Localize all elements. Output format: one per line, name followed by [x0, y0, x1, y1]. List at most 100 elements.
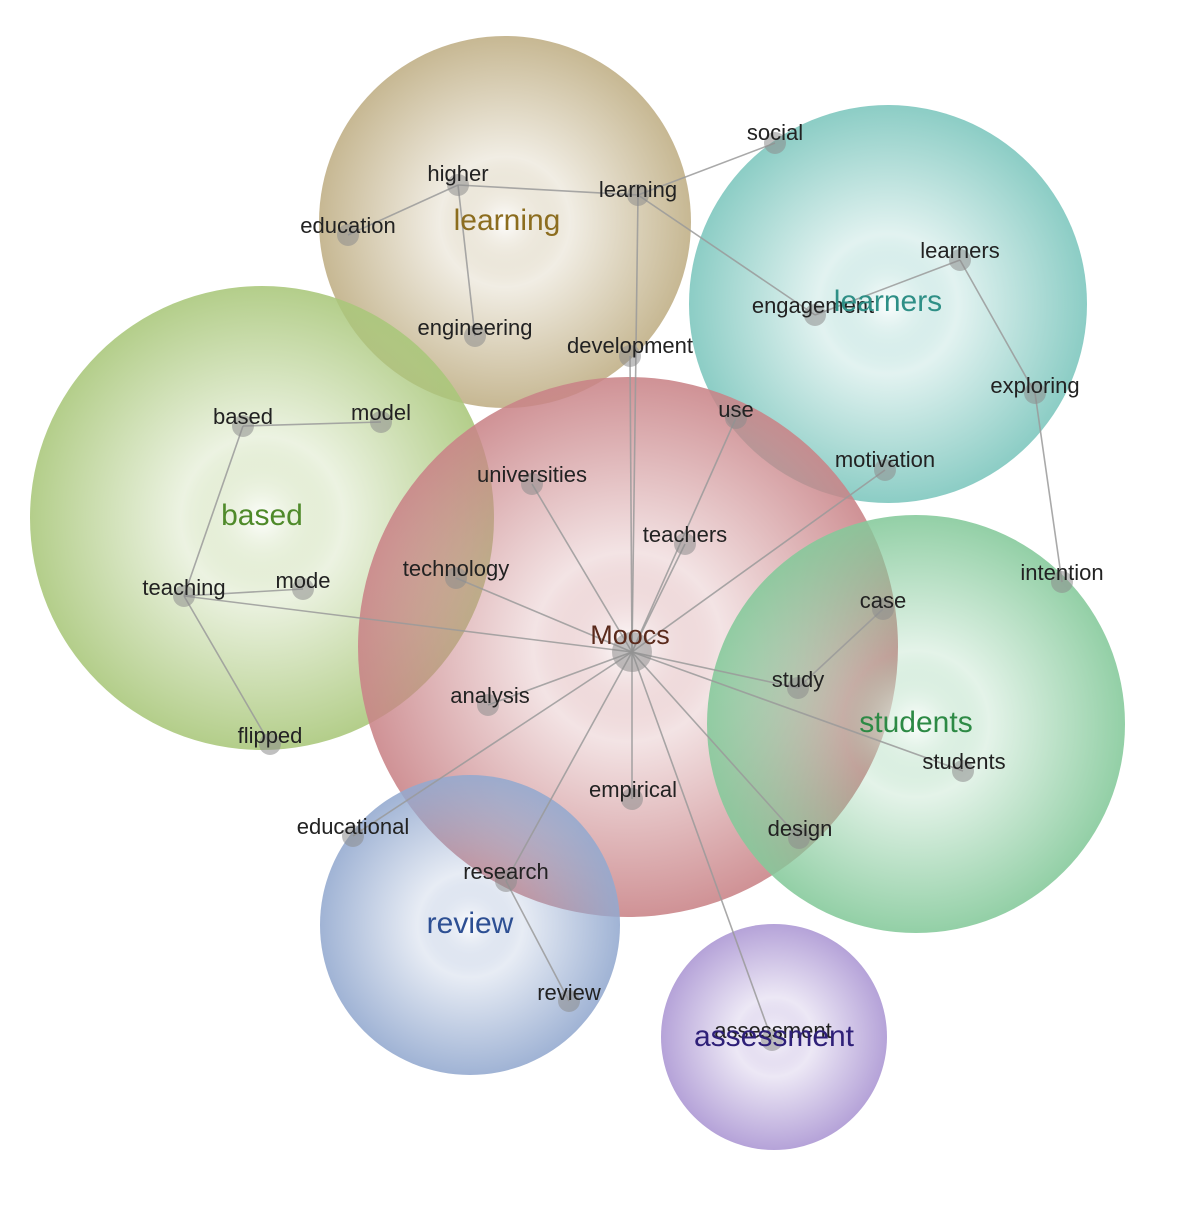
- node-design-label: design: [768, 816, 833, 841]
- node-educational-label: educational: [297, 814, 410, 839]
- edge-teaching-flipped: [183, 595, 271, 745]
- edge-technology-moocs: [455, 577, 633, 653]
- cluster-students-circle: [707, 515, 1125, 933]
- node-use-dot: [725, 407, 747, 429]
- edge-research-review: [505, 880, 570, 1002]
- edge-development-moocs: [629, 355, 633, 653]
- node-model-label: model: [351, 400, 411, 425]
- node-teachers-dot: [674, 533, 696, 555]
- node-development-dot: [619, 345, 641, 367]
- node-empirical-label: empirical: [589, 777, 677, 802]
- cluster-students-label: students: [859, 706, 972, 739]
- node-learners-dot: [949, 249, 971, 271]
- node-label-layer: higher education learning engineering develo…: [142, 120, 1103, 1043]
- node-engineering-dot: [464, 325, 486, 347]
- node-technology-label: technology: [403, 556, 509, 581]
- node-engagement-dot: [804, 304, 826, 326]
- node-review-label: review: [537, 980, 601, 1005]
- node-assessment-label: assessment: [714, 1018, 831, 1043]
- node-teaching-label: teaching: [142, 575, 225, 600]
- node-study-dot: [787, 677, 809, 699]
- edge-exploring-intention: [1034, 392, 1063, 583]
- node-based-label: based: [213, 404, 273, 429]
- node-engineering-label: engineering: [418, 315, 533, 340]
- edge-teaching-mode: [183, 588, 304, 597]
- cluster-learning-circle: [319, 36, 691, 408]
- edge-engagement-learners: [814, 259, 961, 316]
- edge-based-model: [242, 421, 382, 427]
- edge-learning-social: [637, 142, 776, 196]
- node-learning-label: learning: [599, 177, 677, 202]
- edge-teaching-moocs: [183, 595, 633, 653]
- node-learners-label: learners: [920, 238, 999, 263]
- node-motivation-label: motivation: [835, 447, 935, 472]
- edge-layer: [183, 142, 1063, 1041]
- node-model-dot: [370, 411, 392, 433]
- node-intention-label: intention: [1020, 560, 1103, 585]
- node-social-label: social: [747, 120, 803, 145]
- edge-study-moocs: [631, 651, 799, 689]
- node-moocs-dot: [612, 632, 652, 672]
- cluster-learners-circle: [689, 105, 1087, 503]
- node-research-label: research: [463, 859, 549, 884]
- edge-learning-engagement: [637, 194, 816, 316]
- node-education-dot: [337, 224, 359, 246]
- edge-analysis-moocs: [487, 651, 633, 706]
- edge-based-teaching: [183, 425, 244, 597]
- node-flipped-label: flipped: [238, 723, 303, 748]
- node-empirical-dot: [621, 788, 643, 810]
- node-study-label: study: [772, 667, 825, 692]
- node-dot-layer: [173, 132, 1073, 1051]
- node-technology-dot: [445, 567, 467, 589]
- node-moocs-label: Moocs: [590, 620, 670, 650]
- node-teachers-label: teachers: [643, 522, 727, 547]
- node-design-dot: [788, 827, 810, 849]
- edge-higher-education: [347, 184, 459, 236]
- edge-assessment-moocs: [631, 651, 773, 1041]
- node-analysis-label: analysis: [450, 683, 529, 708]
- edge-learning-moocs: [631, 194, 639, 653]
- cluster-review-label: review: [427, 907, 514, 940]
- edge-learners-exploring: [959, 259, 1036, 394]
- edge-research-moocs: [505, 651, 633, 882]
- node-use-label: use: [718, 397, 753, 422]
- node-social-dot: [764, 132, 786, 154]
- node-education-label: education: [300, 213, 395, 238]
- edge-design-moocs: [631, 651, 800, 839]
- cluster-review-circle: [320, 775, 620, 1075]
- edge-case-study: [797, 608, 884, 689]
- cluster-assessment-label: assessment: [694, 1020, 855, 1053]
- edge-teachers-moocs: [631, 543, 686, 653]
- node-research-dot: [495, 870, 517, 892]
- node-exploring-dot: [1024, 382, 1046, 404]
- node-based-dot: [232, 415, 254, 437]
- node-teaching-dot: [173, 585, 195, 607]
- node-students-dot: [952, 760, 974, 782]
- edge-educational-moocs: [352, 651, 633, 837]
- node-students-label: students: [922, 749, 1005, 774]
- cluster-learners-label: learners: [834, 285, 942, 318]
- node-case-label: case: [860, 588, 906, 613]
- node-flipped-dot: [259, 733, 281, 755]
- node-mode-label: mode: [275, 568, 330, 593]
- edge-students-moocs: [631, 651, 964, 772]
- node-case-dot: [872, 598, 894, 620]
- node-development-label: development: [567, 333, 693, 358]
- node-learning-dot: [627, 184, 649, 206]
- node-mode-dot: [292, 578, 314, 600]
- cluster-based-label: based: [221, 499, 303, 532]
- node-universities-dot: [521, 473, 543, 495]
- edge-higher-learning: [457, 184, 639, 196]
- node-assessment-dot: [761, 1029, 783, 1051]
- node-universities-label: universities: [477, 462, 587, 487]
- node-review-dot: [558, 990, 580, 1012]
- edge-higher-engineering: [457, 184, 476, 337]
- node-engagement-label: engagement: [752, 293, 874, 318]
- cluster-learning-label: learning: [454, 204, 561, 237]
- node-intention-dot: [1051, 571, 1073, 593]
- node-analysis-dot: [477, 694, 499, 716]
- cluster-label-layer: learning learners based students review asses…: [221, 204, 973, 1053]
- node-higher-dot: [447, 174, 469, 196]
- node-higher-label: higher: [427, 161, 488, 186]
- node-educational-dot: [342, 825, 364, 847]
